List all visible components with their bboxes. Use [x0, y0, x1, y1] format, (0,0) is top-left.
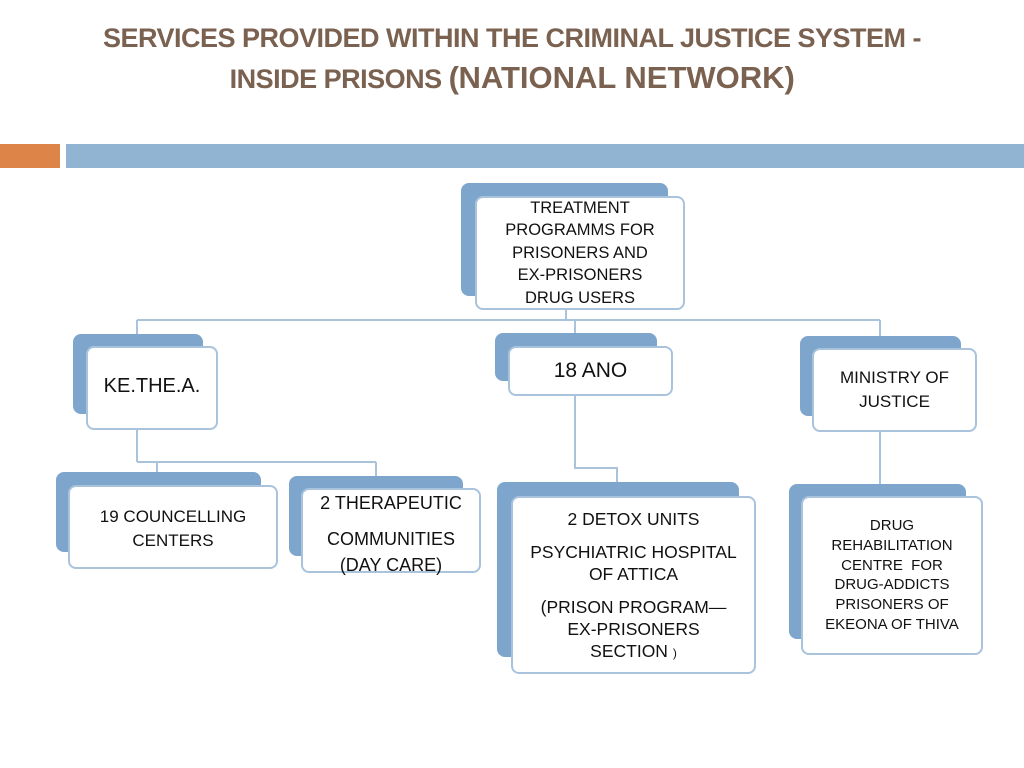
rehab-line-4: DRUG-ADDICTS	[834, 576, 950, 594]
ministry-node: MINISTRY OF JUSTICE	[812, 348, 977, 432]
detox-close-paren: )	[672, 646, 677, 660]
root-line-1: TREATMENT	[530, 198, 630, 217]
title-line-2: INSIDE PRISONS (NATIONAL NETWORK)	[40, 58, 984, 99]
page-title: SERVICES PROVIDED WITHIN THE CRIMINAL JU…	[40, 18, 984, 99]
therapeutic-line-2: COMMUNITIES	[327, 529, 455, 549]
detox-section-label: SECTION	[590, 641, 668, 661]
kethea-node: KE.THE.A.	[86, 346, 218, 430]
detox-node: 2 DETOX UNITS PSYCHIATRIC HOSPITAL OF AT…	[511, 496, 756, 674]
title-line-1: SERVICES PROVIDED WITHIN THE CRIMINAL JU…	[102, 23, 922, 53]
root-line-5: DRUG USERS	[524, 288, 635, 307]
councelling-line-1: 19 COUNCELLING	[99, 507, 247, 526]
accent-bar-blue	[66, 144, 1024, 168]
accent-bar-orange	[0, 144, 60, 168]
connector-ano-down	[574, 396, 618, 484]
rehab-line-5: PRISONERS OF	[835, 596, 949, 614]
detox-line-3c: SECTION )	[590, 640, 677, 664]
rehab-node: DRUG REHABILITATION CENTRE FOR DRUG-ADDI…	[801, 496, 983, 655]
title-emphasis: NATIONAL NETWORK	[458, 60, 785, 95]
councelling-node: 19 COUNCELLING CENTERS	[68, 485, 278, 569]
ano-label: 18 ANO	[553, 359, 628, 382]
therapeutic-line-1: 2 THERAPEUTIC	[320, 493, 462, 513]
rehab-line-6: EKEONA OF THIVA	[825, 615, 959, 633]
detox-line-1: 2 DETOX UNITS	[567, 509, 700, 529]
rehab-line-2: REHABILITATION	[831, 536, 953, 554]
detox-line-2a: PSYCHIATRIC HOSPITAL	[530, 542, 737, 562]
detox-line-3a: (PRISON PROGRAM—	[540, 597, 727, 617]
ano-node: 18 ANO	[508, 346, 673, 396]
rehab-line-3: CENTRE FOR	[841, 556, 943, 574]
ministry-line-1: MINISTRY OF	[840, 368, 949, 387]
root-node: TREATMENT PROGRAMMS FOR PRISONERS AND EX…	[475, 196, 685, 310]
title-paren-open: (	[448, 60, 459, 95]
therapeutic-line-3: (DAY CARE)	[339, 555, 443, 575]
councelling-line-2: CENTERS	[132, 531, 214, 550]
title-paren-close: )	[784, 60, 795, 95]
ministry-line-2: JUSTICE	[859, 392, 930, 411]
detox-line-2b: OF ATTICA	[588, 564, 679, 584]
kethea-label: KE.THE.A.	[103, 374, 201, 397]
root-line-2: PROGRAMMS FOR	[505, 221, 655, 240]
detox-line-3b: EX-PRISONERS	[567, 619, 700, 639]
rehab-line-1: DRUG	[869, 517, 915, 534]
title-line-2-prefix: INSIDE PRISONS	[229, 64, 449, 94]
therapeutic-node: 2 THERAPEUTIC COMMUNITIES (DAY CARE)	[301, 488, 481, 575]
root-line-4: EX-PRISONERS	[517, 266, 643, 285]
root-line-3: PRISONERS AND	[512, 243, 648, 262]
